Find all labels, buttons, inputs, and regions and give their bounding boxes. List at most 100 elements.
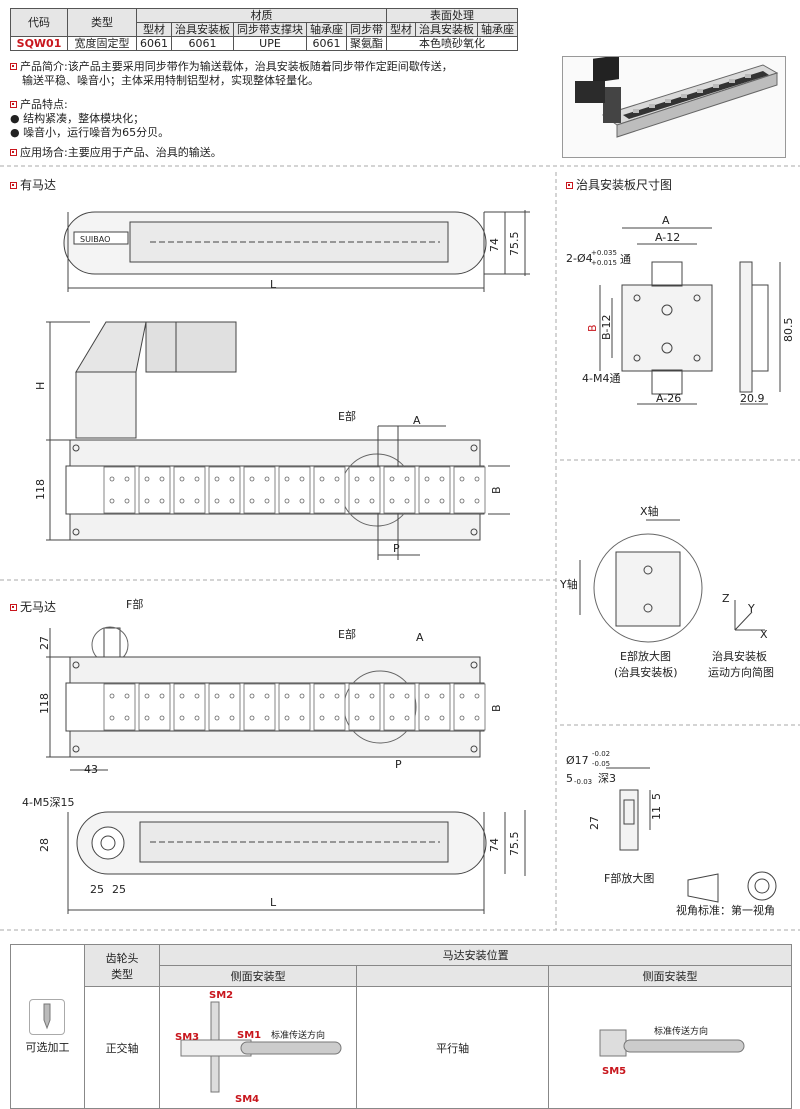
hole-mark (334, 715, 340, 721)
hole-mark (459, 715, 465, 721)
f-dim-17: Ø17 (566, 754, 589, 767)
label-E-part: E部 (338, 409, 356, 423)
hole-mark (299, 476, 305, 482)
fixture-plate (418, 683, 451, 731)
hole-mark (424, 476, 430, 482)
hole-mark (439, 693, 445, 699)
section-plate-dim: 治具安装板尺寸图 (566, 176, 672, 193)
hole-mark (159, 715, 165, 721)
hole-mark (144, 693, 150, 699)
hole-mark (229, 476, 235, 482)
hole-mark (284, 476, 290, 482)
hole-mark (264, 498, 270, 504)
product-type: 宽度固定型 (67, 36, 137, 51)
dim-L-2: L (270, 896, 277, 909)
e-detail-view (579, 519, 703, 643)
conveyor-photo-graphic (575, 55, 779, 138)
spec-table: 代码 类型 材质 表面处理 型材 治具安装板 同步带支撑块 轴承座 同步带 型材… (10, 8, 518, 51)
fixture-plate (278, 683, 311, 731)
fixture-plate (208, 466, 241, 514)
hole-mark (144, 715, 150, 721)
hole-mark (144, 498, 150, 504)
dir-caption-1: 治具安装板 (712, 649, 767, 663)
hole-mark (284, 693, 290, 699)
parallel-motor-graphic: SM5 标准传送方向 (599, 1025, 745, 1077)
hole-mark (369, 715, 375, 721)
hole-mark (404, 476, 410, 482)
hole-mark (474, 498, 480, 504)
f-detail-view (606, 767, 651, 851)
hole-mark (404, 693, 410, 699)
side-profile-with-motor (63, 210, 530, 292)
f-dim-27: 27 (588, 816, 601, 830)
fixture-plate (243, 683, 276, 731)
application-label: 应用场合: (20, 146, 68, 159)
fixture-plate (313, 683, 346, 731)
sm1-label: SM1 (237, 1030, 261, 1041)
section-with-motor: 有马达 (10, 176, 56, 193)
fixture-plate (383, 466, 416, 514)
side-mount-header-1: 侧面安装型 (159, 965, 358, 987)
fixture-plate (453, 466, 486, 514)
plate-dim-A: A (662, 214, 670, 227)
fixture-plate (103, 466, 136, 514)
hole-mark (179, 498, 185, 504)
dim-P-2: P (395, 758, 402, 771)
application: 应用场合:主要应用于产品、治具的输送。 (10, 146, 222, 160)
plate-hole-tol-plus: +0.035 (591, 249, 617, 257)
hole-mark (264, 715, 270, 721)
product-code: SQW01 (10, 36, 68, 51)
side-profile-without-motor (67, 810, 526, 914)
parallel-diagram: SM5 标准传送方向 (548, 986, 792, 1109)
hole-mark (354, 498, 360, 504)
label-F-part: F部 (126, 597, 143, 611)
hole-mark (424, 715, 430, 721)
material-value: 6061 (136, 36, 172, 51)
product-features: 产品特点: ● 结构紧凑，整体模块化； ● 噪音小，运行噪音为65分贝。 (10, 98, 169, 140)
hole-mark (369, 476, 375, 482)
features-label: 产品特点: (20, 98, 68, 111)
dim-m5: 4-M5深15 (22, 796, 74, 809)
sub-material: 型材 (136, 22, 172, 37)
f-caption: F部放大图 (604, 871, 654, 885)
e-caption-1: E部放大图 (620, 649, 671, 663)
dim-27: 27 (38, 636, 51, 650)
hole-mark (319, 498, 325, 504)
bullet-square-icon (10, 101, 17, 108)
dim-A: A (413, 414, 421, 427)
hole-mark (194, 498, 200, 504)
section-square-icon (566, 182, 573, 189)
hole-mark (124, 693, 130, 699)
bullet-square-icon (10, 149, 17, 156)
label-E-part-2: E部 (338, 627, 356, 641)
orthogonal-axis-label: 正交轴 (83, 986, 161, 1109)
hole-mark (124, 498, 130, 504)
hole-mark (439, 476, 445, 482)
fixture-plate (138, 466, 171, 514)
std-dir-label: 标准传送方向 (271, 1029, 325, 1041)
fixture-plate (278, 466, 311, 514)
sm5-label: SM5 (602, 1066, 626, 1077)
dim-118: 118 (34, 479, 47, 500)
sm4-label: SM4 (235, 1094, 259, 1104)
dim-B: B (490, 486, 503, 494)
f-dim-5b: 5 (650, 793, 663, 800)
fixture-plate (138, 683, 171, 731)
hole-mark (249, 693, 255, 699)
fixture-plate (173, 466, 206, 514)
hole-mark (194, 715, 200, 721)
material-value: 6061 (306, 36, 347, 51)
hole-mark (214, 476, 220, 482)
f-dim-5-tol: -0.03 (574, 778, 592, 786)
hole-mark (284, 715, 290, 721)
view-standard: 视角标准：第一视角 (676, 903, 775, 917)
hole-mark (424, 498, 430, 504)
hole-mark (474, 476, 480, 482)
hole-mark (159, 476, 165, 482)
hole-mark (229, 498, 235, 504)
hole-mark (319, 693, 325, 699)
sm2-label: SM2 (209, 990, 233, 1001)
hole-mark (124, 476, 130, 482)
optional-processing-icon (29, 998, 66, 1035)
motor-front-view (46, 321, 237, 540)
